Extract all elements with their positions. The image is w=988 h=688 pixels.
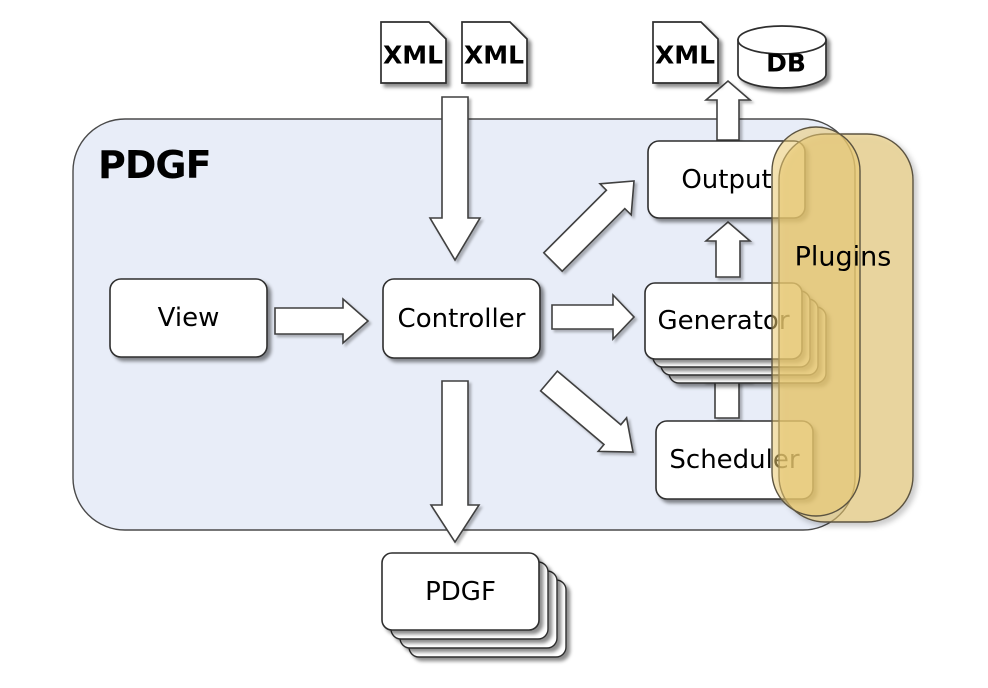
- pdgf-instances-box: [381, 552, 540, 631]
- arrow-controller-to-pdgf-instances: [429, 380, 481, 544]
- db-cylinder-top: [737, 25, 827, 55]
- xml-document-icon: XML: [652, 21, 719, 84]
- pdgf-container-title: PDGF: [98, 143, 211, 187]
- icons-layer: XML XML XML DB: [380, 21, 827, 89]
- xml-document-icon: XML: [380, 21, 447, 84]
- controller-box: [382, 278, 541, 359]
- xml-output-label: XML: [655, 41, 715, 70]
- controller-label: Controller: [398, 304, 526, 334]
- generator-label: Generator: [657, 306, 789, 336]
- database-cylinder-icon: DB: [737, 25, 827, 89]
- arrow-view-to-controller: [274, 297, 370, 345]
- xml-config-1-label: XML: [383, 41, 443, 70]
- xml-document-shape: [461, 21, 528, 84]
- pdgf-instances-stack: PDGF: [381, 552, 567, 658]
- xml-document-shape: [380, 21, 447, 84]
- xml-document-icon: XML: [461, 21, 528, 84]
- view-box: [109, 278, 268, 358]
- arrow-output-to-xml-db: [703, 79, 753, 141]
- arrow-generator-to-output: [703, 220, 753, 278]
- arrow-xml-config-to-controller: [428, 96, 482, 262]
- plugins-overlay: Plugins: [771, 126, 914, 523]
- plugins-front-panel: [771, 126, 861, 517]
- pdgf-instances-label: PDGF: [425, 577, 496, 607]
- xml-document-shape: [652, 21, 719, 84]
- db-label: DB: [766, 49, 806, 78]
- plugins-label: Plugins: [795, 242, 892, 273]
- arrow-controller-to-generator: [551, 293, 636, 341]
- generator-stack: Generator: [644, 282, 827, 384]
- view-label: View: [158, 303, 220, 333]
- arrow-controller-to-output: [542, 180, 635, 273]
- edges-layer: [274, 79, 753, 544]
- nodes-layer: View Controller Generator Scheduler Outp…: [109, 140, 827, 658]
- arrow-controller-to-scheduler: [539, 369, 634, 453]
- output-label: Output: [681, 165, 771, 195]
- xml-config-2-label: XML: [464, 41, 524, 70]
